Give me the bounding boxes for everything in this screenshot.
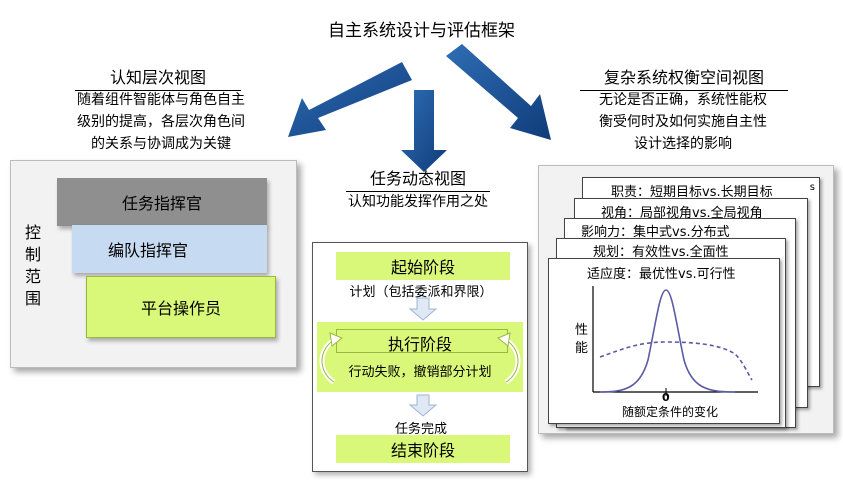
span-of-control-label: 控制范围	[25, 223, 42, 308]
small-down-arrow-icon-1	[408, 297, 438, 321]
execution-block	[317, 322, 523, 392]
right-description: 无论是否正确，系统性能权 衡受何时及如何实施自主性 设计选择的影响	[572, 89, 794, 155]
end-phase: 结束阶段	[336, 435, 510, 463]
start-phase-label: 起始阶段	[390, 258, 455, 277]
center-subheading: 认知功能发挥作用之处	[348, 194, 488, 210]
layer-mission-commander: 任务指挥官	[57, 178, 267, 226]
right-desc-line-2: 衡受何时及如何实施自主性	[599, 114, 767, 130]
layer-team-commander: 编队指挥官	[72, 225, 267, 273]
layer-team-commander-label: 编队指挥官	[108, 241, 189, 260]
arrow-down-icon	[401, 90, 447, 172]
complete-note: 任务完成	[394, 422, 447, 437]
left-heading: 认知层次视图	[75, 64, 241, 91]
left-desc-line-1: 随着组件智能体与角色自主	[77, 92, 245, 108]
right-desc-line-3: 设计选择的影响	[634, 136, 732, 152]
plan-note: 计划（包括委派和界限）	[349, 285, 493, 300]
arrow-right-icon	[446, 44, 551, 140]
start-phase: 起始阶段	[336, 252, 510, 280]
right-heading: 复杂系统权衡空间视图	[580, 64, 788, 91]
card-perspective-label: 视角：局部视角vs.全局视角	[601, 206, 763, 221]
execution-note: 行动失败，撤销部分计划	[348, 365, 492, 380]
graph-y-label: 性能	[575, 323, 589, 356]
layer-mission-commander-label: 任务指挥官	[121, 194, 202, 213]
layer-platform-operator: 平台操作员	[86, 276, 276, 338]
end-phase-label: 结束阶段	[390, 441, 455, 460]
arrow-left-icon	[288, 62, 412, 137]
optimal-curve	[599, 289, 736, 393]
card-influence-label: 影响力：集中式vs.分布式	[581, 225, 730, 240]
right-desc-line-1: 无论是否正确，系统性能权	[599, 92, 767, 108]
card-corner-mark: s	[809, 182, 815, 193]
left-desc-line-3: 的关系与协调成为关键	[91, 136, 231, 152]
center-heading: 任务动态视图	[346, 165, 490, 192]
robust-curve	[599, 341, 753, 381]
graph-x-label: 随额定条件的变化	[621, 405, 718, 419]
diagram-title: 自主系统设计与评估框架	[328, 21, 515, 41]
graph-x-zero: 0	[662, 391, 670, 404]
card-planning-label: 规划：有效性vs.全面性	[593, 245, 729, 260]
execution-phase-label: 执行阶段	[387, 335, 452, 354]
card-adaptability-label: 适应度：最优性vs.可行性	[587, 267, 736, 282]
card-responsibility-label: 职责：短期目标vs.长期目标	[611, 185, 773, 200]
card-adaptability: 适应度：最优性vs.可行性	[548, 258, 780, 424]
left-desc-line-2: 级别的提高，各层次角色间	[77, 114, 245, 130]
layer-platform-operator-label: 平台操作员	[140, 299, 221, 318]
small-down-arrow-icon-2	[408, 394, 438, 417]
left-description: 随着组件智能体与角色自主 级别的提高，各层次角色间 的关系与协调成为关键	[52, 89, 270, 155]
